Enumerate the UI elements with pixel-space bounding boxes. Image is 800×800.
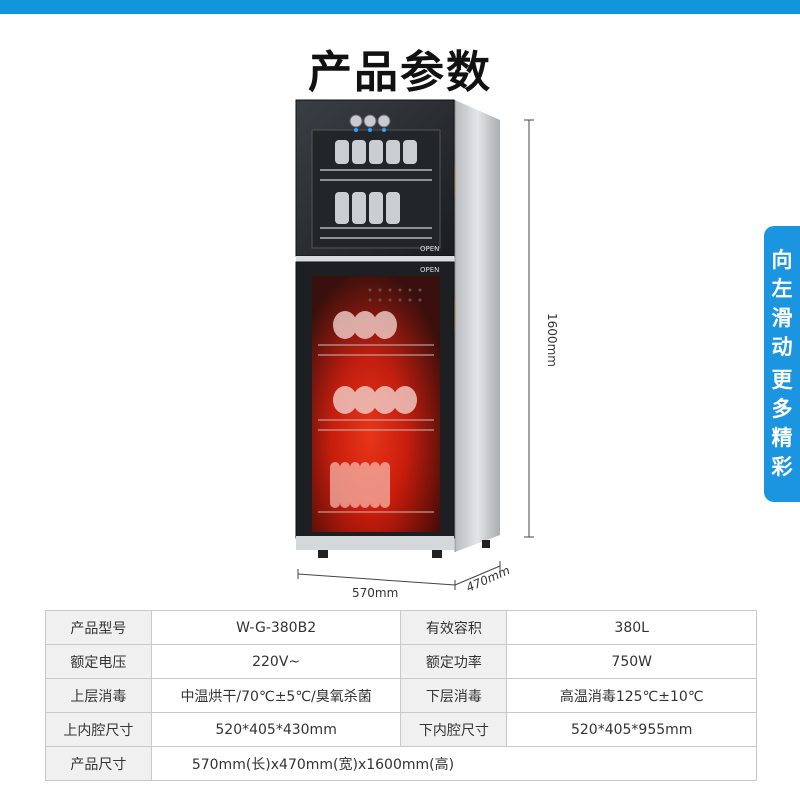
page-title: 产品参数 <box>308 47 492 98</box>
spec-value: 380L <box>506 610 757 645</box>
table-row: 上层消毒 中温烘干/70℃±5℃/臭氧杀菌 下层消毒 高温消毒125℃±10℃ <box>45 678 757 713</box>
spec-value: 750W <box>506 644 757 679</box>
spec-table: 产品型号 W-G-380B2 有效容积 380L 额定电压 220V~ 额定功率… <box>45 610 758 781</box>
product-image: OPEN OPEN <box>295 99 534 590</box>
swipe-char: 更 <box>771 368 793 392</box>
spec-value: W-G-380B2 <box>150 610 402 645</box>
swipe-hint-line-1: 向 左 滑 动 <box>764 246 800 362</box>
spec-label: 下层消毒 <box>400 678 508 713</box>
swipe-char: 左 <box>771 277 793 301</box>
swipe-char: 动 <box>771 335 793 359</box>
spec-value: 570mm(长)x470mm(宽)x1600mm(高) <box>150 746 758 781</box>
spec-label: 产品尺寸 <box>45 746 152 781</box>
spec-label: 额定功率 <box>400 644 508 679</box>
table-row: 产品型号 W-G-380B2 有效容积 380L <box>45 610 757 645</box>
spec-label: 有效容积 <box>400 610 508 645</box>
table-row: 额定电压 220V~ 额定功率 750W <box>45 644 757 679</box>
spec-value: 高温消毒125℃±10℃ <box>506 678 757 713</box>
spec-label: 下内腔尺寸 <box>400 712 508 747</box>
spec-label: 额定电压 <box>45 644 152 679</box>
upper-open-label: OPEN <box>420 245 439 253</box>
swipe-char: 向 <box>771 248 793 272</box>
spec-value: 中温烘干/70℃±5℃/臭氧杀菌 <box>150 678 402 713</box>
top-accent-bar <box>0 0 800 14</box>
lower-open-label: OPEN <box>420 266 439 274</box>
table-row: 上内腔尺寸 520*405*430mm 下内腔尺寸 520*405*955mm <box>45 712 757 747</box>
height-dimension-label: 1600mm <box>545 313 559 367</box>
spec-value: 520*405*430mm <box>150 712 402 747</box>
width-dimension-label: 570mm <box>352 586 399 600</box>
table-row: 产品尺寸 570mm(长)x470mm(宽)x1600mm(高) <box>45 746 758 781</box>
swipe-char: 多 <box>771 397 793 421</box>
spec-label: 上内腔尺寸 <box>45 712 152 747</box>
swipe-char: 滑 <box>771 306 793 330</box>
spec-label: 上层消毒 <box>45 678 152 713</box>
swipe-char: 精 <box>771 426 793 450</box>
spec-value: 220V~ <box>150 644 402 679</box>
swipe-hint-line-2: 更 多 精 彩 <box>764 366 800 482</box>
spec-label: 产品型号 <box>45 610 152 645</box>
spec-value: 520*405*955mm <box>506 712 757 747</box>
swipe-left-hint-tab[interactable]: 向 左 滑 动 更 多 精 彩 <box>764 226 800 502</box>
swipe-char: 彩 <box>771 455 793 479</box>
